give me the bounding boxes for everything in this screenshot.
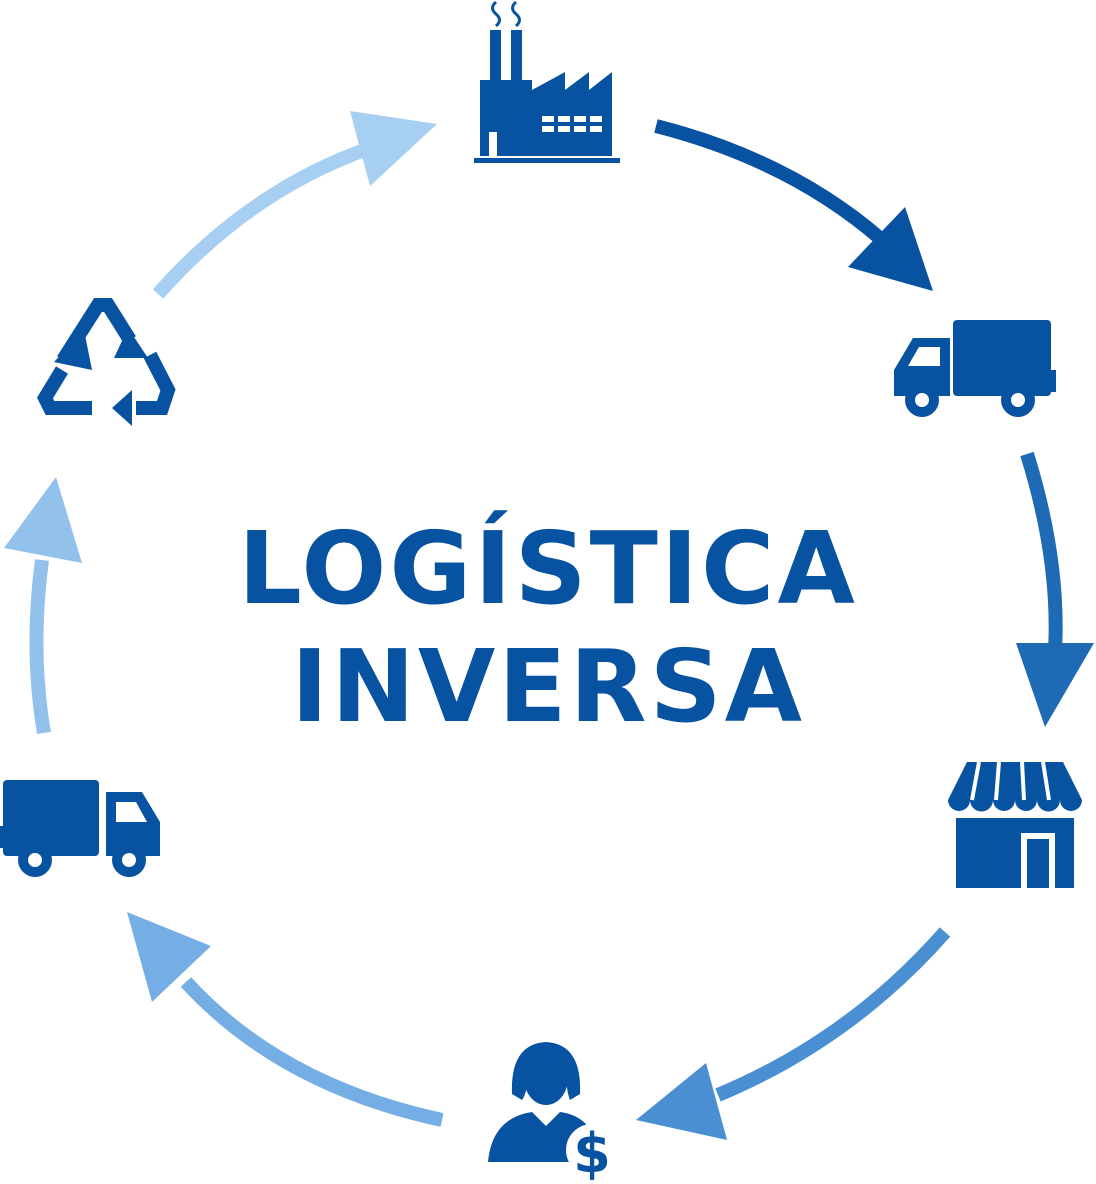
arrow-store-to-customer [636,927,951,1140]
recycle-icon [37,298,176,426]
factory-icon [474,0,620,163]
store-icon [948,761,1082,888]
arrow-recycle-to-factory [152,111,437,299]
arrow-return-truck-to-recycle [4,477,82,735]
return-truck-icon [0,780,160,877]
customer-dollar-icon: $ [488,1042,618,1184]
svg-text:$: $ [573,1122,611,1184]
arrow-factory-to-truck [654,119,933,291]
delivery-truck-icon [894,320,1056,417]
title-line-1: LOGÍSTICA [238,510,858,627]
arrow-truck-to-store [1016,451,1094,727]
arrow-customer-to-return-truck [127,912,444,1127]
title-line-2: INVERSA [290,628,806,745]
title-block: LOGÍSTICA INVERSA [238,510,858,746]
